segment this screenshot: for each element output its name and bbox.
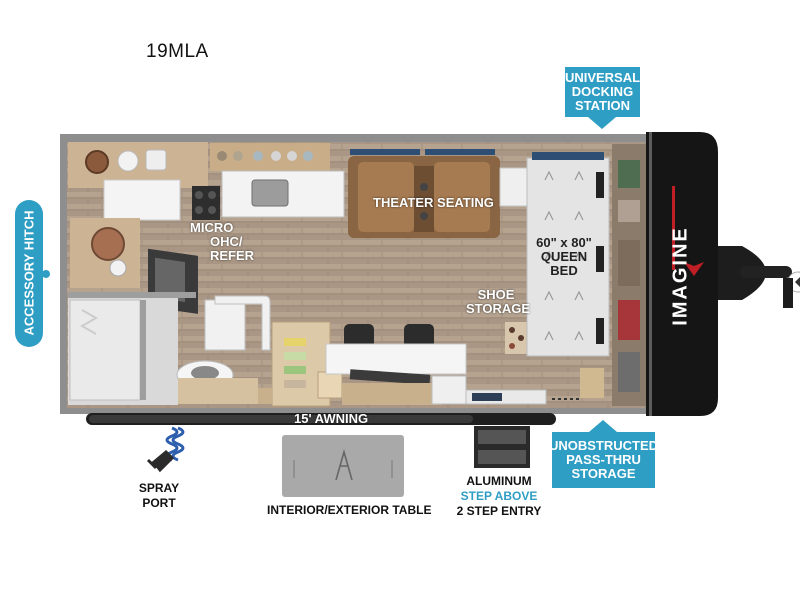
chair-left (344, 324, 374, 348)
shoe-storage-label: SHOE STORAGE (466, 287, 531, 316)
accessory-hitch-callout (15, 200, 43, 347)
sink (251, 179, 289, 207)
spray-port-label: SPRAY PORT (136, 481, 182, 511)
callout-line: UNOBSTRUCTED (548, 438, 659, 453)
bath-door (204, 299, 246, 351)
bath-wall (140, 300, 146, 400)
pot-2 (91, 227, 125, 261)
bed-side-cabinet (499, 167, 531, 207)
front-cap-brand: IMAGINE (669, 226, 692, 326)
shower (69, 299, 141, 401)
label-line: OHC/ (210, 234, 243, 249)
accessory-hitch-label: ACCESSORY HITCH (21, 210, 37, 336)
brand-logo (684, 262, 704, 276)
micro-ohc-refer-label: MICRO OHC/ REFER (190, 221, 254, 263)
label-line: SHOE (477, 287, 515, 302)
theater-seating-label: THEATER SEATING (373, 195, 494, 210)
pass-thru-storage-arrow (589, 420, 617, 432)
label-line: 60" x 80" (536, 235, 592, 250)
callout-line: STORAGE (571, 466, 636, 481)
table-label: INTERIOR/EXTERIOR TABLE (267, 503, 432, 517)
label-line: ALUMINUM (466, 474, 532, 488)
callout-line: UNIVERSAL (564, 70, 641, 85)
label-line: BED (550, 263, 578, 278)
label-line: SPRAY (138, 481, 180, 495)
callout-line: PASS-THRU (566, 452, 641, 467)
plate (117, 150, 139, 172)
label-line: REFER (210, 248, 255, 263)
brand-stripe (672, 186, 675, 270)
model-title: 19MLA (146, 41, 209, 62)
awning-label: 15' AWNING (294, 411, 369, 426)
dinette-table (325, 343, 467, 375)
label-line: 2 STEP ENTRY (456, 504, 542, 518)
window-left (350, 149, 420, 155)
callout-line: STATION (574, 98, 631, 113)
label-line: QUEEN (540, 249, 588, 264)
label-line: STEP ABOVE (460, 489, 538, 503)
box (145, 149, 167, 171)
callout-line: DOCKING (571, 84, 634, 99)
label-line: MICRO (190, 220, 234, 235)
queen-bed-label: 60" x 80" QUEEN BED (532, 236, 596, 278)
chair-right (404, 324, 434, 348)
stovetop (192, 186, 220, 220)
label-line: STORAGE (466, 301, 531, 316)
docking-station-arrow (588, 117, 616, 129)
vanity (178, 378, 258, 404)
accessory-hitch-pointer (42, 270, 50, 278)
label-line: PORT (142, 496, 176, 510)
shoe-rack (505, 322, 529, 354)
entry-label: ALUMINUM STEP ABOVE 2 STEP ENTRY (452, 474, 546, 519)
docking-station-callout: UNIVERSAL DOCKING STATION (565, 67, 640, 117)
front-cap (646, 132, 718, 416)
spray-nozzle (146, 449, 175, 473)
pot (85, 150, 109, 174)
pass-thru-storage-callout: UNOBSTRUCTED PASS-THRU STORAGE (548, 432, 659, 488)
